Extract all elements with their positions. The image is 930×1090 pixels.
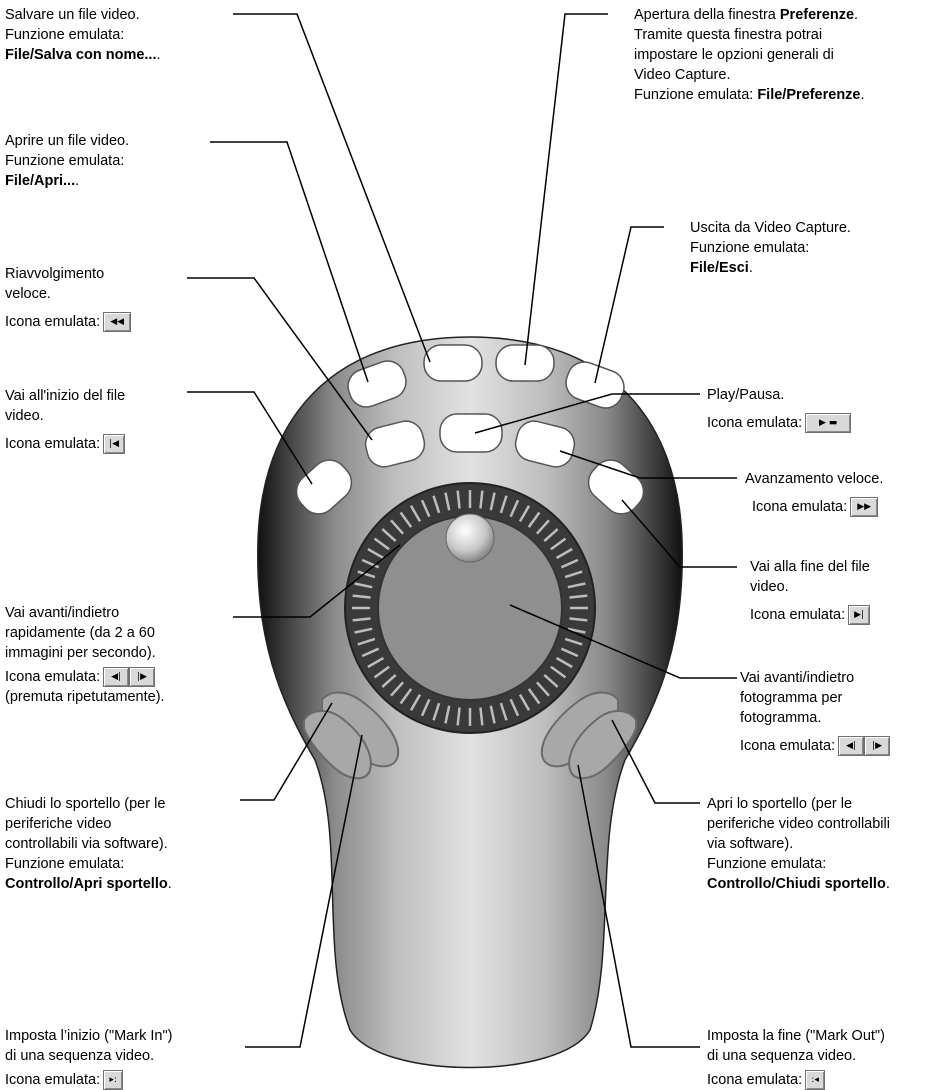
label-text: fotogramma per [740, 688, 890, 708]
label-text: Icona emulata: [5, 436, 100, 452]
label-text: Salvare un file video. [5, 5, 161, 25]
label-exit: Uscita da Video Capture. Funzione emulat… [690, 218, 851, 278]
function-name: Preferenze [780, 7, 854, 23]
go-to-start-icon: |◀ [103, 434, 125, 454]
label-text: Funzione emulata: [5, 151, 129, 171]
function-name: File/Salva con nome... [5, 47, 157, 63]
label-text: Icona emulata: [707, 1072, 802, 1088]
label-text: Uscita da Video Capture. [690, 218, 851, 238]
label-text: Icona emulata: [5, 669, 100, 685]
label-text: Avanzamento veloce. [745, 469, 883, 489]
step-forward-icon: |▶ [129, 667, 155, 687]
label-suffix: . [75, 173, 79, 189]
label-text: Icona emulata: [750, 607, 845, 623]
label-text: Vai avanti/indietro [740, 668, 890, 688]
label-text: periferiche video controllabili [707, 814, 890, 834]
function-name: File/Esci [690, 260, 749, 276]
rewind-icon: ◀◀ [103, 312, 131, 332]
label-text: rapidamente (da 2 a 60 [5, 623, 165, 643]
label-text: video. [750, 577, 870, 597]
label-text: Funzione emulata: [5, 25, 161, 45]
save-file-button [424, 345, 482, 381]
label-text: Funzione emulata: [634, 87, 757, 103]
label-mark-in: Imposta l’inizio ("Mark In") di una sequ… [5, 1026, 172, 1090]
label-text: Chiudi lo sportello (per le [5, 794, 172, 814]
label-frame-step: Vai avanti/indietro fotogramma per fotog… [740, 668, 890, 756]
function-name: File/Apri... [5, 173, 75, 189]
label-suffix: . [886, 876, 890, 892]
label-text: Aprire un file video. [5, 131, 129, 151]
label-shuttle: Vai avanti/indietro rapidamente (da 2 a … [5, 603, 165, 707]
label-close-door: Chiudi lo sportello (per le periferiche … [5, 794, 172, 894]
label-text: impostare le opzioni generali di [634, 45, 865, 65]
label-preferences: Apertura della finestra Preferenze. Tram… [634, 5, 865, 105]
label-text: via software). [707, 834, 890, 854]
label-text: Vai all'inizio del file [5, 386, 125, 406]
label-suffix: . [854, 7, 858, 23]
jog-dial-finger-ball [446, 514, 494, 562]
label-text: video. [5, 406, 125, 426]
label-suffix: . [861, 87, 865, 103]
label-mark-out: Imposta la fine ("Mark Out") di una sequ… [707, 1026, 885, 1090]
label-save-file: Salvare un file video. Funzione emulata:… [5, 5, 161, 65]
label-text: Imposta l’inizio ("Mark In") [5, 1026, 172, 1046]
label-text: Apertura della finestra [634, 7, 780, 23]
label-suffix: . [168, 876, 172, 892]
label-text: Icona emulata: [5, 1072, 100, 1088]
label-text: Icona emulata: [740, 738, 835, 754]
label-text: di una sequenza video. [707, 1046, 885, 1066]
function-name: File/Preferenze [757, 87, 860, 103]
play-pause-icon: ▶ ▬ [805, 413, 851, 433]
label-open-file: Aprire un file video. Funzione emulata: … [5, 131, 129, 191]
label-text: Tramite questa finestra potrai [634, 25, 865, 45]
label-go-end: Vai alla fine del file video. Icona emul… [750, 557, 870, 625]
label-text: Video Capture. [634, 65, 865, 85]
play-pause-button [440, 414, 502, 452]
fast-forward-icon: ▶▶ [850, 497, 878, 517]
label-text: veloce. [5, 284, 131, 304]
go-to-end-icon: ▶| [848, 605, 870, 625]
label-go-start: Vai all'inizio del file video. Icona emu… [5, 386, 125, 454]
label-text: periferiche video [5, 814, 172, 834]
label-text: Vai avanti/indietro [5, 603, 165, 623]
function-name: Controllo/Apri sportello [5, 876, 168, 892]
label-text: Apri lo sportello (per le [707, 794, 890, 814]
label-text: controllabili via software). [5, 834, 172, 854]
label-text: Riavvolgimento [5, 264, 131, 284]
function-name: Controllo/Chiudi sportello [707, 876, 886, 892]
mark-in-icon: ▸: [103, 1070, 123, 1090]
label-text: Funzione emulata: [690, 238, 851, 258]
label-text: di una sequenza video. [5, 1046, 172, 1066]
label-text: Funzione emulata: [5, 854, 172, 874]
label-play-pause: Play/Pausa. Icona emulata:▶ ▬ [707, 385, 851, 433]
mark-out-icon: :◂ [805, 1070, 825, 1090]
step-forward-icon: |▶ [864, 736, 890, 756]
label-text: Vai alla fine del file [750, 557, 870, 577]
label-suffix: . [157, 47, 161, 63]
label-suffix: . [749, 260, 753, 276]
label-text: Icona emulata: [5, 314, 100, 330]
step-back-icon: ◀| [103, 667, 129, 687]
step-back-icon: ◀| [838, 736, 864, 756]
label-rewind: Riavvolgimento veloce. Icona emulata:◀◀ [5, 264, 131, 332]
label-open-door: Apri lo sportello (per le periferiche vi… [707, 794, 890, 894]
label-text: Icona emulata: [752, 499, 847, 515]
label-text: Funzione emulata: [707, 854, 890, 874]
label-fast-forward: Avanzamento veloce. Icona emulata:▶▶ [745, 469, 883, 517]
label-text: immagini per secondo). [5, 643, 165, 663]
label-text: (premuta ripetutamente). [5, 687, 165, 707]
label-text: Imposta la fine ("Mark Out") [707, 1026, 885, 1046]
label-text: fotogramma. [740, 708, 890, 728]
label-text: Icona emulata: [707, 415, 802, 431]
label-text: Play/Pausa. [707, 385, 851, 405]
